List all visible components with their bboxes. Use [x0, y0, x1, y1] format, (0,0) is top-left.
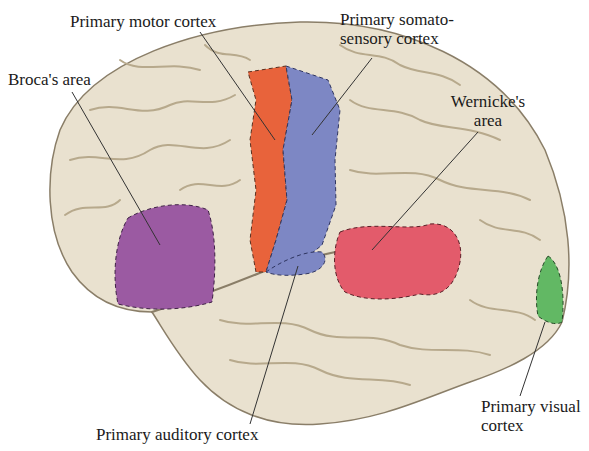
visual-cortex-region	[536, 256, 563, 324]
somatosensory-region	[266, 66, 340, 272]
region-label: Primary motor cortex	[70, 12, 270, 31]
region-label: Broca's area	[8, 70, 128, 89]
gyri	[65, 45, 540, 385]
region-label: Wernicke's area	[440, 92, 536, 130]
brain-outline	[50, 22, 569, 425]
leader-line	[72, 92, 160, 245]
region-label: Primary somato-sensory cortex	[340, 10, 480, 48]
leader-line	[372, 132, 478, 250]
wernicke-region	[335, 224, 461, 299]
leader-line	[312, 58, 372, 135]
auditory-cortex-region	[266, 252, 325, 276]
region-label: Primary visual cortex	[481, 397, 586, 435]
leader-lines	[72, 32, 545, 424]
region-label: Primary auditory cortex	[96, 425, 356, 444]
broca-region	[115, 205, 215, 309]
leader-line	[520, 322, 545, 396]
leader-line	[200, 32, 275, 140]
leader-line	[250, 266, 298, 424]
